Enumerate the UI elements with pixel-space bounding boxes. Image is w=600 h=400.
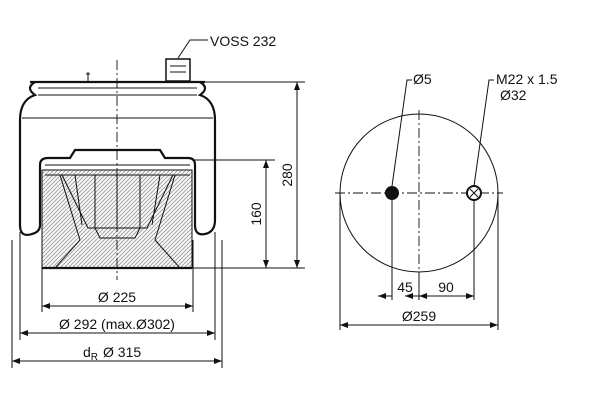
bellow [18,81,217,237]
hole-label: Ø5 [413,71,432,87]
thread-dia-label: Ø32 [500,87,527,103]
hole-dot [385,186,399,200]
valve-label: VOSS 232 [210,33,276,49]
side-view: VOSS 232 280 160 Ø 225 Ø 292 (max.Ø302) … [11,33,305,368]
valve-connector [165,58,191,82]
height-piston-label: 160 [248,202,264,226]
height-total-label: 280 [279,163,295,187]
offset-left-label: 45 [397,279,413,295]
top-view: Ø5 M22 x 1.5 Ø32 45 90 Ø259 [335,71,558,330]
dia-bellow-label: Ø 292 (max.Ø302) [59,316,175,332]
dia-piston-label: Ø 225 [98,289,136,305]
air-fitting-icon [466,185,482,201]
thread-label: M22 x 1.5 [496,71,558,87]
offset-right-label: 90 [438,279,454,295]
dia-plate-label: Ø259 [402,308,436,324]
